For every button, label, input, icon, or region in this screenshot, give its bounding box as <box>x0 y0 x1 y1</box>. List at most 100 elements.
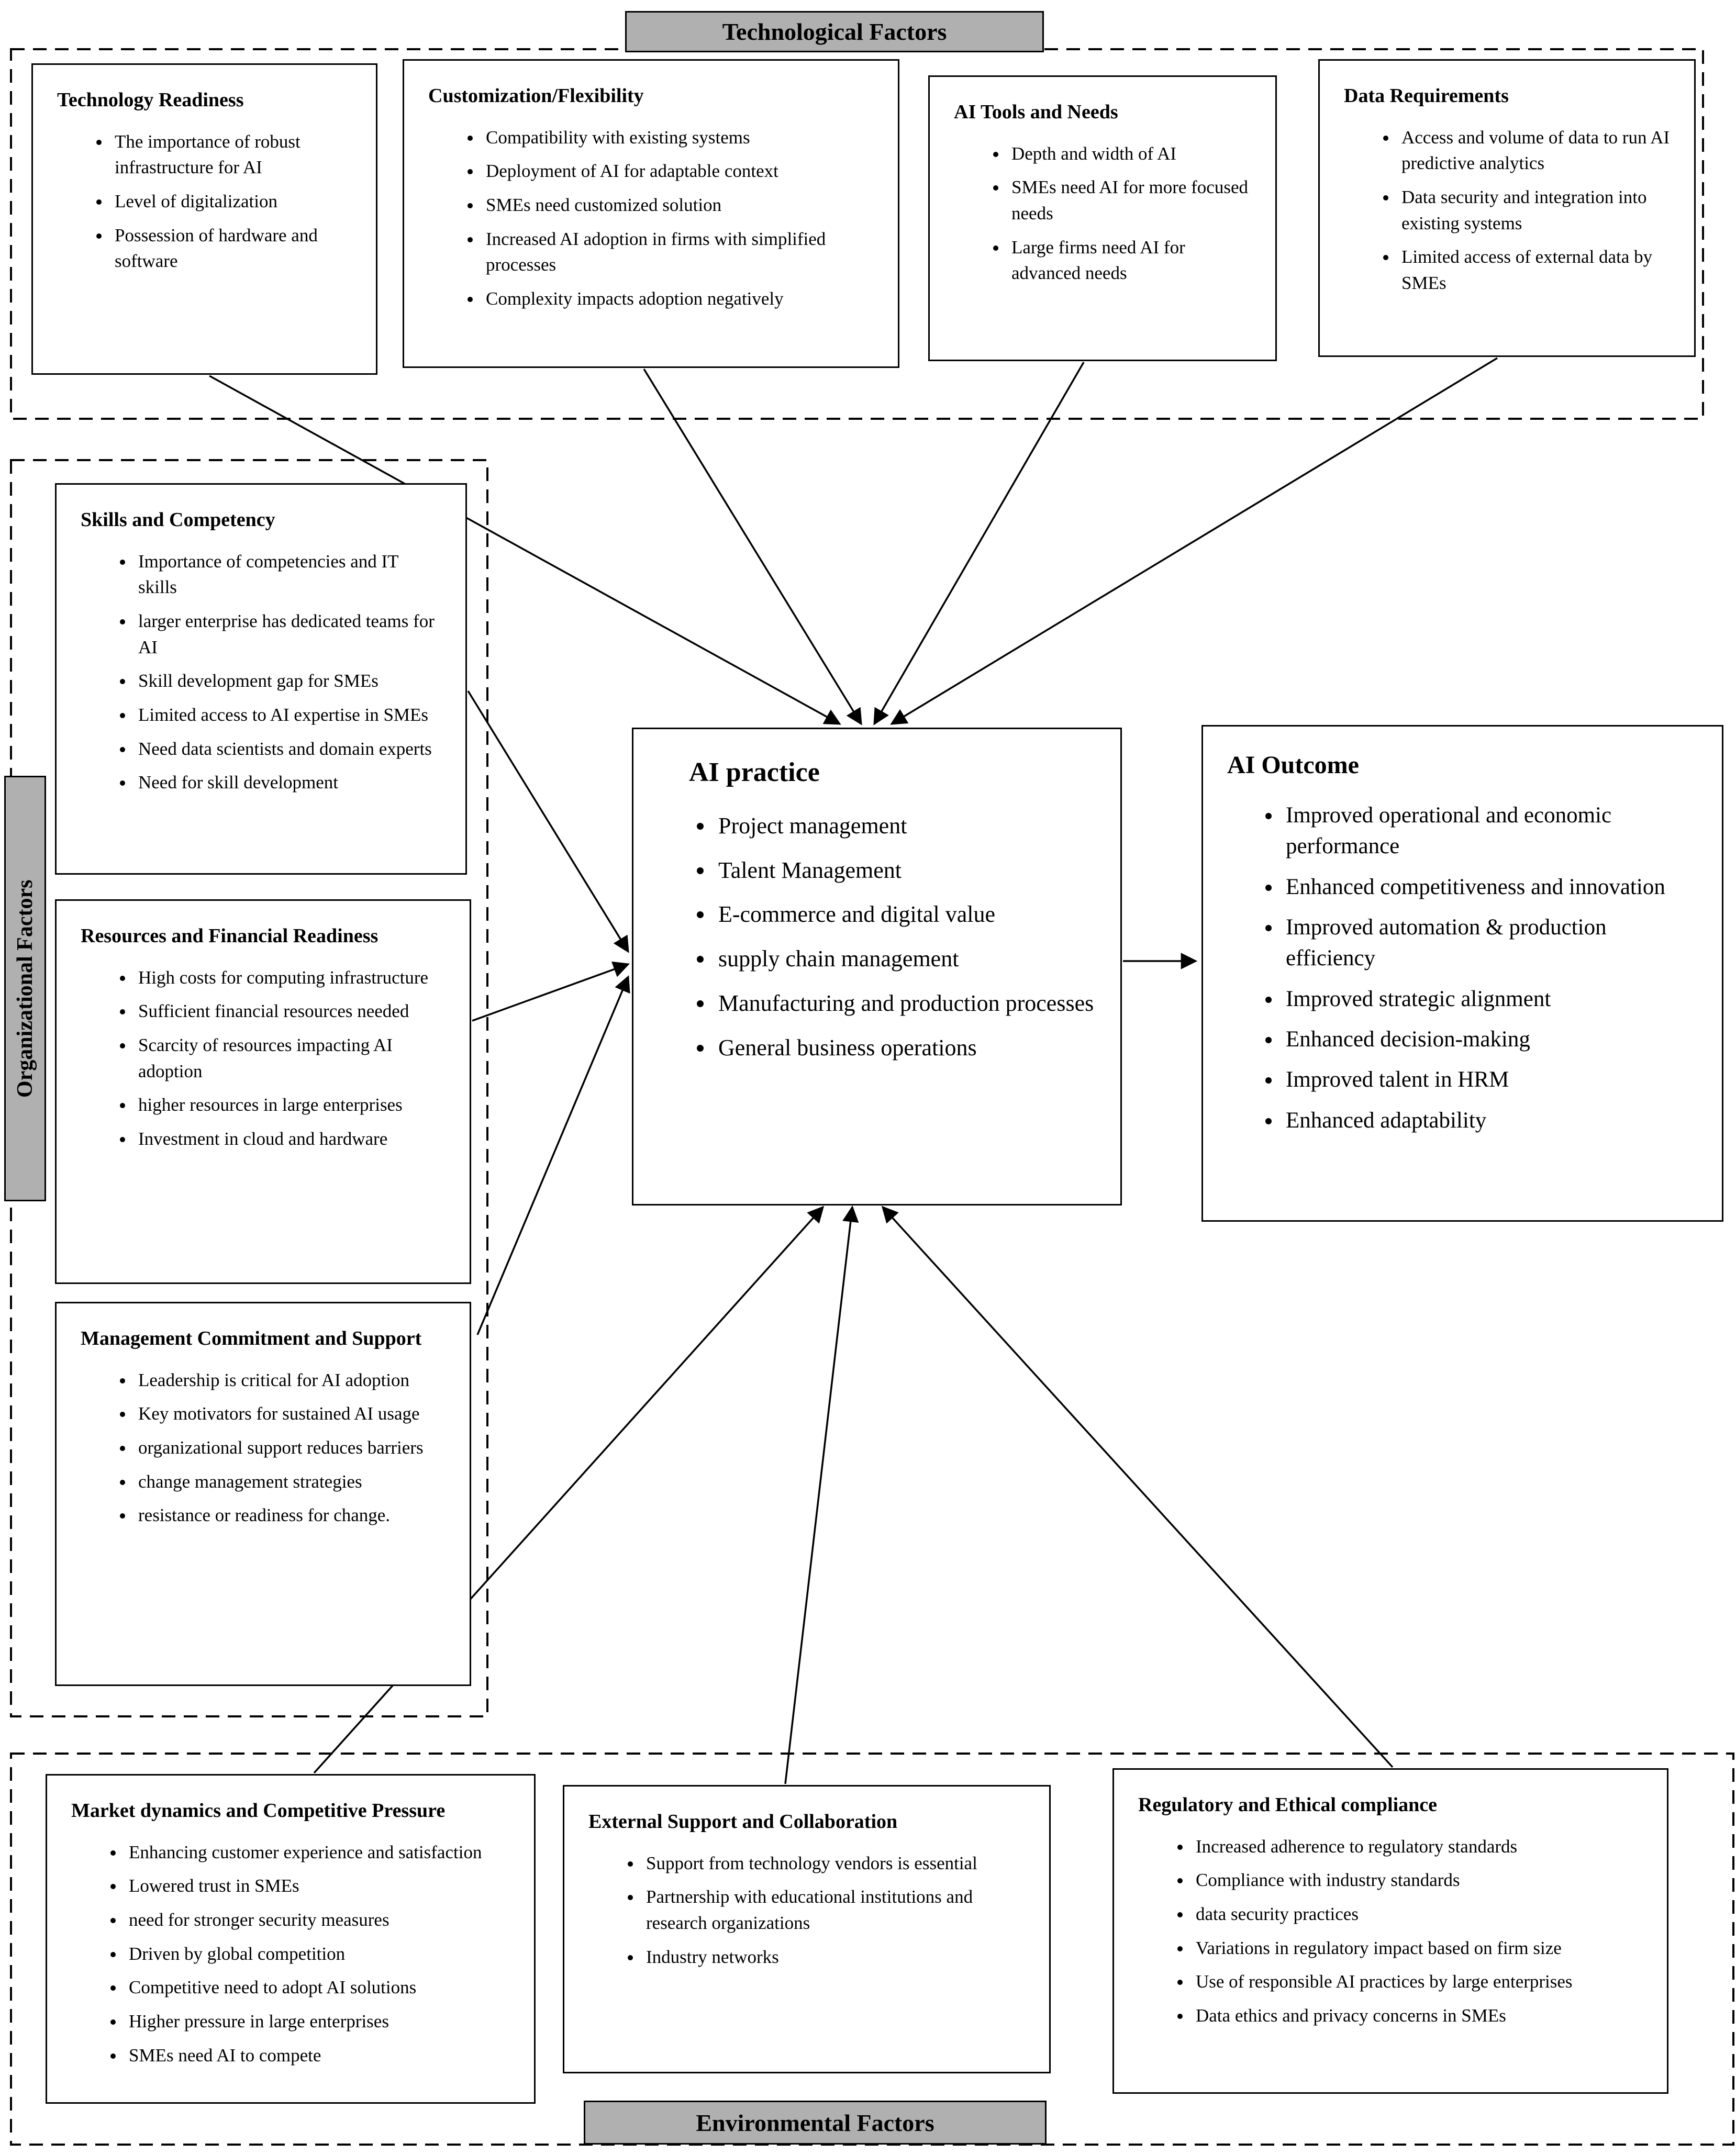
bullet-item: Variations in regulatory impact based on… <box>1192 1935 1643 1961</box>
bullet-item: organizational support reduces barriers <box>134 1435 446 1461</box>
box-title: Customization/Flexibility <box>428 85 644 107</box>
factor-box-market-dynamics-competitive-pressure: Market dynamics and Competitive Pressure… <box>46 1774 536 2104</box>
box-title: Data Requirements <box>1344 85 1509 107</box>
bullet-item: Support from technology vendors is essen… <box>642 1850 1025 1877</box>
arrow-technology-readiness-to-ai-practice <box>209 375 841 725</box>
box-title: Resources and Financial Readiness <box>81 925 379 947</box>
arrow-data-requirements-to-ai-practice <box>890 357 1498 725</box>
bullet-item: Large firms need AI for advanced needs <box>1007 235 1251 286</box>
bullet-item: change management strategies <box>134 1469 446 1495</box>
bullet-item: Investment in cloud and hardware <box>134 1126 446 1152</box>
bullet-item: need for stronger security measures <box>125 1907 510 1933</box>
bullet-item: larger enterprise has dedicated teams fo… <box>134 608 441 660</box>
bullet-item: Higher pressure in large enterprises <box>125 2008 510 2035</box>
box-title: Technology Readiness <box>57 89 244 111</box>
bullet-item: Increased adherence to regulatory standa… <box>1192 1834 1643 1860</box>
factor-box-technology-readiness: Technology Readiness The importance of r… <box>31 63 377 375</box>
bullet-list: Project managementTalent ManagementE-com… <box>658 810 1096 1064</box>
factor-box-ai-tools-needs: AI Tools and Needs Depth and width of AI… <box>928 75 1277 361</box>
bullet-item: Compatibility with existing systems <box>482 125 874 151</box>
box-title: AI Tools and Needs <box>954 101 1118 123</box>
bullet-item: Compliance with industry standards <box>1192 1867 1643 1893</box>
bullet-item: Increased AI adoption in firms with simp… <box>482 226 874 278</box>
bullet-item: Leadership is critical for AI adoption <box>134 1367 446 1393</box>
bullet-item: Level of digitalization <box>110 188 352 215</box>
box-title: Skills and Competency <box>81 509 275 531</box>
bullet-item: Enhanced adaptability <box>1282 1105 1698 1136</box>
bullet-list: Support from technology vendors is essen… <box>588 1850 1025 1970</box>
bullet-item: Improved automation & production efficie… <box>1282 912 1698 974</box>
bullet-item: Improved talent in HRM <box>1282 1064 1698 1095</box>
bullet-item: Lowered trust in SMEs <box>125 1873 510 1899</box>
bullet-item: data security practices <box>1192 1901 1643 1927</box>
organizational-factors-label: Organizational Factors <box>4 776 46 1201</box>
bullet-item: Partnership with educational institution… <box>642 1884 1025 1936</box>
bullet-list: Compatibility with existing systemsDeplo… <box>428 125 874 312</box>
arrow-customization-flexibility-to-ai-practice <box>643 369 862 726</box>
bullet-list: Depth and width of AISMEs need AI for mo… <box>954 141 1251 286</box>
bullet-item: Need for skill development <box>134 769 441 796</box>
bullet-item: Improved strategic alignment <box>1282 984 1698 1014</box>
bullet-item: higher resources in large enterprises <box>134 1092 446 1118</box>
bullet-item: Use of responsible AI practices by large… <box>1192 1969 1643 1995</box>
bullet-item: SMEs need customized solution <box>482 192 874 218</box>
bullet-item: Driven by global competition <box>125 1941 510 1967</box>
bullet-item: Need data scientists and domain experts <box>134 736 441 762</box>
bullet-item: Complexity impacts adoption negatively <box>482 286 874 312</box>
bullet-item: Data ethics and privacy concerns in SMEs <box>1192 2003 1643 2029</box>
bullet-list: Access and volume of data to run AI pred… <box>1344 125 1670 296</box>
bullet-item: The importance of robust infrastructure … <box>110 129 352 181</box>
bullet-item: High costs for computing infrastructure <box>134 965 446 991</box>
bullet-list: Enhancing customer experience and satisf… <box>71 1839 510 2069</box>
factor-box-regulatory-ethical-compliance: Regulatory and Ethical compliance Increa… <box>1112 1768 1668 2094</box>
bullet-item: supply chain management <box>714 943 1096 975</box>
box-title: Regulatory and Ethical compliance <box>1138 1794 1438 1816</box>
bullet-item: Limited access to AI expertise in SMEs <box>134 702 441 728</box>
arrow-ai-tools-needs-to-ai-practice <box>873 362 1085 726</box>
environmental-factors-label: Environmental Factors <box>584 2101 1047 2145</box>
bullet-item: Improved operational and economic perfor… <box>1282 800 1698 862</box>
bullet-item: Sufficient financial resources needed <box>134 998 446 1024</box>
bullet-item: Data security and integration into exist… <box>1397 184 1670 236</box>
bullet-list: Improved operational and economic perfor… <box>1227 800 1698 1136</box>
box-title: External Support and Collaboration <box>588 1811 898 1833</box>
bullet-item: Scarcity of resources impacting AI adopt… <box>134 1032 446 1084</box>
bullet-item: Skill development gap for SMEs <box>134 668 441 694</box>
factor-box-skills-competency: Skills and Competency Importance of comp… <box>55 483 467 875</box>
ai-outcome-box: AI Outcome Improved operational and econ… <box>1201 725 1723 1222</box>
bullet-item: Project management <box>714 810 1096 842</box>
bullet-item: resistance or readiness for change. <box>134 1502 446 1528</box>
bullet-item: Importance of competencies and IT skills <box>134 549 441 600</box>
bullet-item: Enhanced competitiveness and innovation <box>1282 872 1698 902</box>
bullet-item: Possession of hardware and software <box>110 222 352 274</box>
arrow-management-commitment-to-ai-practice <box>476 975 630 1335</box>
bullet-item: SMEs need AI to compete <box>125 2043 510 2069</box>
box-title: AI Outcome <box>1227 751 1359 779</box>
bullet-list: Importance of competencies and IT skills… <box>81 549 441 796</box>
box-title: AI practice <box>689 757 820 787</box>
bullet-item: Limited access of external data by SMEs <box>1397 244 1670 296</box>
bullet-item: Enhanced decision-making <box>1282 1024 1698 1055</box>
bullet-item: Access and volume of data to run AI pred… <box>1397 125 1670 176</box>
bullet-item: Competitive need to adopt AI solutions <box>125 1974 510 2001</box>
arrow-resources-financial-to-ai-practice <box>472 961 630 1022</box>
bullet-item: Key motivators for sustained AI usage <box>134 1401 446 1427</box>
bullet-item: Deployment of AI for adaptable context <box>482 158 874 184</box>
box-title: Market dynamics and Competitive Pressure <box>71 1800 446 1822</box>
environmental-factors-container <box>10 1753 1734 2146</box>
bullet-item: SMEs need AI for more focused needs <box>1007 174 1251 226</box>
factor-box-external-support-collaboration: External Support and Collaboration Suppo… <box>563 1785 1051 2073</box>
box-title: Management Commitment and Support <box>81 1327 422 1349</box>
bullet-item: E-commerce and digital value <box>714 899 1096 931</box>
bullet-item: Industry networks <box>642 1944 1025 1970</box>
arrow-skills-competency-to-ai-practice <box>467 690 629 953</box>
factor-box-data-requirements: Data Requirements Access and volume of d… <box>1318 59 1696 357</box>
bullet-list: Increased adherence to regulatory standa… <box>1138 1834 1643 2029</box>
factor-box-management-commitment-support: Management Commitment and Support Leader… <box>55 1302 471 1686</box>
factor-box-customization-flexibility: Customization/Flexibility Compatibility … <box>403 59 899 368</box>
bullet-item: Manufacturing and production processes <box>714 988 1096 1020</box>
technological-factors-label: Technological Factors <box>625 11 1044 52</box>
bullet-list: Leadership is critical for AI adoptionKe… <box>81 1367 446 1528</box>
